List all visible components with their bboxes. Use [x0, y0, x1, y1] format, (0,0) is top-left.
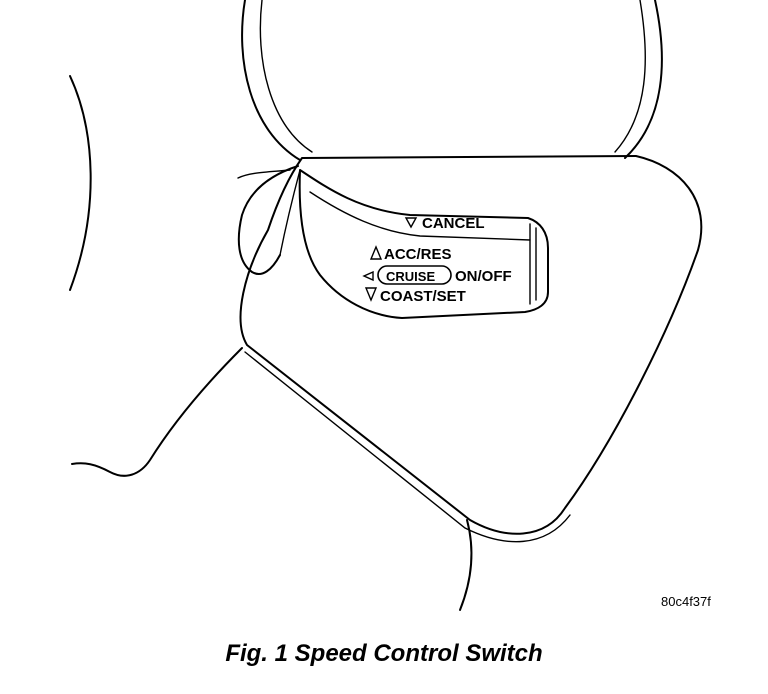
acc-res-label: ACC/RES — [384, 246, 452, 263]
speed-control-lever — [298, 169, 549, 319]
figure-code: 80c4f37f — [661, 594, 711, 609]
column-cover-top — [241, 0, 301, 161]
column-cover-inner — [259, 0, 313, 153]
coast-set-arrow-icon — [364, 287, 378, 302]
lever-end-cap — [529, 223, 537, 305]
column-cover-right — [624, 0, 663, 159]
cruise-button-outline — [377, 265, 452, 285]
cancel-label: CANCEL — [422, 215, 485, 232]
steering-wheel-rim — [69, 75, 92, 291]
side-bracket-edge — [279, 169, 301, 256]
on-off-label: ON/OFF — [455, 268, 512, 285]
housing-bottom-flange — [71, 347, 243, 477]
figure-caption: Fig. 1 Speed Control Switch — [225, 640, 543, 667]
switch-housing — [239, 155, 703, 535]
side-bracket — [237, 165, 299, 275]
acc-res-arrow-icon — [369, 245, 383, 260]
cruise-label: CRUISE — [386, 269, 435, 284]
column-cover-right-inner — [614, 0, 646, 153]
cruise-arrow-icon — [362, 270, 374, 282]
cancel-arrow-icon — [404, 217, 418, 229]
lever-top-ridge — [309, 191, 531, 241]
bracket-tab — [237, 169, 291, 179]
housing-bottom-wire — [459, 519, 473, 611]
coast-set-label: COAST/SET — [380, 288, 466, 305]
